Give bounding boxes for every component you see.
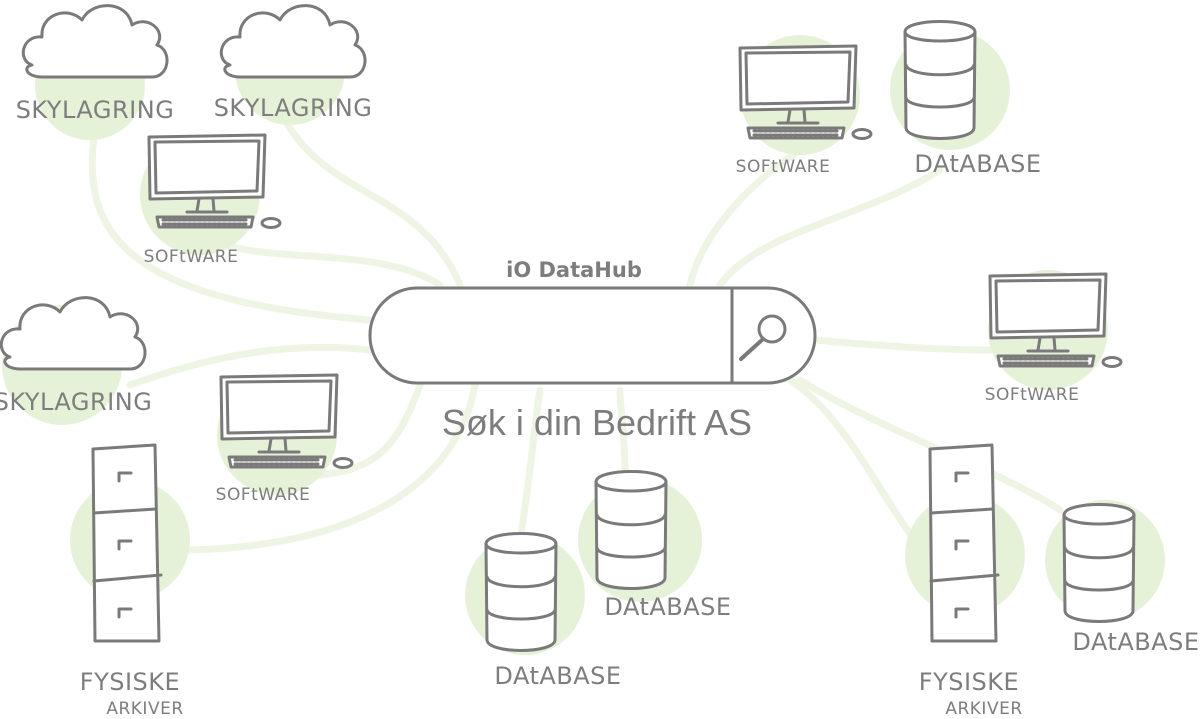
cloud-icon [219,4,367,79]
node-label-line1: FYSISKE [80,668,180,696]
hub-subtitle: Søk i din Bedrift AS [442,402,752,443]
node-label: DAtABASE [914,150,1041,178]
node-database-1: DAtABASE [903,20,1041,178]
node-cloud-1: SKYLAGRING [16,4,175,124]
cloud-icon [21,4,169,79]
node-label: SOFtWARE [216,485,311,505]
node-label-line1: FYSISKE [919,668,1019,696]
node-label: SKYLAGRING [214,94,373,122]
node-label: SOFtWARE [736,157,831,177]
filing-cabinet-icon [91,443,163,643]
node-label: DAtABASE [1072,628,1199,656]
node-database-4: DAtABASE [1062,503,1199,656]
node-cloud-3: SKYLAGRING [0,296,152,416]
node-label: DAtABASE [604,593,731,621]
node-label: SOFtWARE [144,247,239,267]
node-archive-1: FYSISKE ARKIVER [80,443,183,719]
database-icon [594,470,668,590]
node-archive-2: FYSISKE ARKIVER [919,443,1022,719]
node-label-line2: ARKIVER [106,699,183,719]
database-icon [903,20,977,140]
magnifier-icon[interactable] [739,314,787,361]
filing-cabinet-icon [928,443,1000,643]
node-software-3: SOFtWARE [736,44,873,177]
node-database-3: DAtABASE [484,532,621,690]
node-cloud-2: SKYLAGRING [214,4,373,122]
database-icon [1062,503,1136,623]
node-label-line2: ARKIVER [945,699,1022,719]
brand-title: iO DataHub [506,258,642,282]
search-bar[interactable] [368,286,817,385]
hub: iO DataHub Søk i din Bedrift AS [368,258,817,443]
node-database-2: DAtABASE [594,470,731,621]
node-label: DAtABASE [494,662,621,690]
node-software-1: SOFtWARE [144,133,282,267]
node-label: SKYLAGRING [0,388,152,416]
database-icon [484,532,558,652]
cloud-icon [0,296,147,371]
search-input[interactable] [368,286,817,385]
node-label: SKYLAGRING [16,96,175,124]
node-software-2: SOFtWARE [216,373,354,505]
node-software-4: SOFtWARE [985,272,1123,405]
node-label: SOFtWARE [985,385,1080,405]
